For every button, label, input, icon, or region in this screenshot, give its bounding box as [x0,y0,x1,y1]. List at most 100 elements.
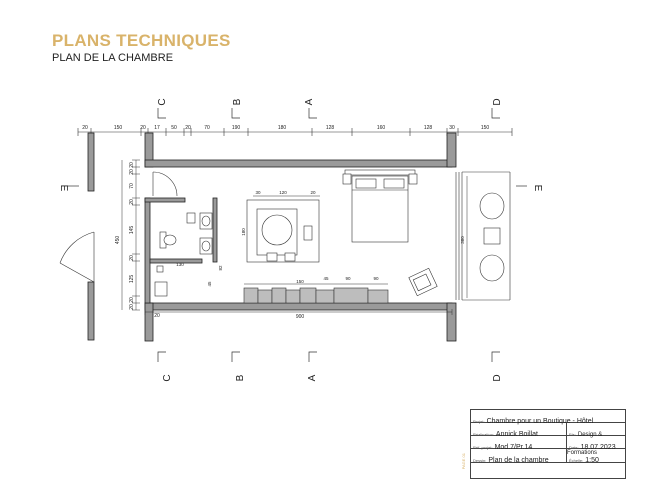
dim-left-total: 450 [115,236,121,245]
basin-2 [201,240,211,252]
title-block-cartouche: Projet:Chambre pour un Boutique - Hôtel … [470,409,626,479]
section-a-top: A [304,98,315,105]
dim-top-4: 17 [154,125,160,131]
dim-left-1: 20 [129,162,135,168]
cartouche-left-block: Réalisation:Annick Boillat Réf. projet:M… [471,423,567,451]
dim-left-5: 145 [129,226,135,235]
dim-vanity-20: 20 [310,190,316,195]
dim-vanity-120: 120 [279,190,287,195]
dim-left-8: 20 [129,297,135,303]
low-cabinet [243,287,389,304]
scale-label: Échelle: [569,458,584,463]
section-d-bottom: D [492,374,503,381]
dim-cabinet-90a: 90 [345,276,351,281]
dim-cabinet-90b: 90 [373,276,379,281]
author-value: Annick Boillat [495,431,538,438]
dim-top-2: 150 [114,125,123,131]
dim-balcony-380: 380 [460,236,465,244]
section-b-bottom: B [235,374,246,381]
bed [342,169,418,243]
project-value: Chambre pour un Boutique - Hôtel [486,418,594,425]
dim-cabinet-150: 150 [296,279,304,284]
page-title: PLANS TECHNIQUES [52,31,231,50]
dim-vanity-30: 30 [255,190,261,195]
page-subtitle: PLAN DE LA CHAMBRE [52,52,174,64]
dim-bath-45: 45 [207,281,212,287]
drawing-label: Dessin: [473,458,487,463]
cartouche-drawing-row: Dessin:Plan de la chambre [471,449,567,464]
nightstand-left [342,173,352,185]
dim-left-9: 20 [129,304,135,310]
dim-top-9: 180 [278,125,287,131]
entry-door [59,171,178,283]
dim-top-1: 20 [82,125,88,131]
dim-top-10: 128 [326,125,335,131]
shelf [156,265,164,273]
page-tag: PAGE 01 [461,453,466,470]
table [256,208,298,256]
toilet-bowl [163,234,177,246]
dim-top-5: 50 [171,125,177,131]
section-d-top: D [492,98,503,105]
dim-left-2: 20 [129,169,135,175]
section-a-bottom: A [307,374,318,381]
section-e-right: E [532,185,543,192]
dim-left-4: 20 [129,199,135,205]
section-c-top: C [157,98,168,105]
vanity-area [246,199,320,263]
drawing-value: Plan de la chambre [488,457,549,464]
cartouche-project-row: Projet:Chambre pour un Boutique - Hôtel [471,410,625,425]
dim-top-3: 20 [140,125,146,131]
dim-bottom-900: 900 [296,314,305,320]
dim-left-6: 20 [129,255,135,261]
window-bay [455,171,511,301]
dim-top-12: 128 [424,125,433,131]
left-dimension-chain [121,159,140,311]
dim-top-11: 160 [377,125,386,131]
date-value: 18.07.2023 [580,444,616,451]
pillow-left [355,178,377,189]
project-label: Projet: [473,419,485,424]
chair-2 [284,252,296,262]
author-label: Réalisation: [473,432,494,437]
storage-unit [154,281,168,297]
nightstand-right [408,173,418,185]
bathroom-fixtures [154,212,213,297]
cartouche-school-row: Ets:Design & Formations [567,423,625,456]
ref-label: Réf. projet: [473,445,493,450]
dim-left-3: 70 [129,183,135,189]
chair-1 [266,252,278,262]
dim-cabinet-45: 45 [323,276,329,281]
ref-value: Mod.7/Pr.14 [494,444,533,451]
bottom-inner-dimension [144,309,453,315]
dim-bottom-20: 20 [154,313,160,319]
section-markers-top [157,108,500,119]
dim-top-13: 30 [449,125,455,131]
top-dimension-chain [77,128,513,136]
dim-bath-82: 82 [218,265,223,271]
section-c-bottom: C [162,374,173,381]
school-label: Ets: [569,432,576,437]
school-value: Design & Formations [567,432,603,456]
dim-vanity-180: 180 [241,228,246,236]
balcony-chair-1 [479,192,505,220]
cartouche-scale-row: Échelle:1:50 [567,449,625,464]
armchair [408,267,438,297]
rug [246,199,320,263]
cabinet [186,212,196,224]
dim-top-14: 150 [481,125,490,131]
basin-1 [201,215,211,227]
dim-bath-130: 130 [176,262,184,267]
balcony-furniture [479,192,505,282]
dim-top-6: 20 [185,125,191,131]
section-b-top: B [232,98,243,105]
side-chair [303,225,313,241]
date-label: Date: [569,445,579,450]
scale-value: 1:50 [585,457,599,464]
balcony-chair-2 [479,254,505,282]
title-block: PLANS TECHNIQUES PLAN DE LA CHAMBRE [52,31,231,65]
balcony-table [483,227,501,245]
dim-top-8: 190 [232,125,241,131]
cartouche-date-row: Date:18.07.2023 [567,436,625,451]
